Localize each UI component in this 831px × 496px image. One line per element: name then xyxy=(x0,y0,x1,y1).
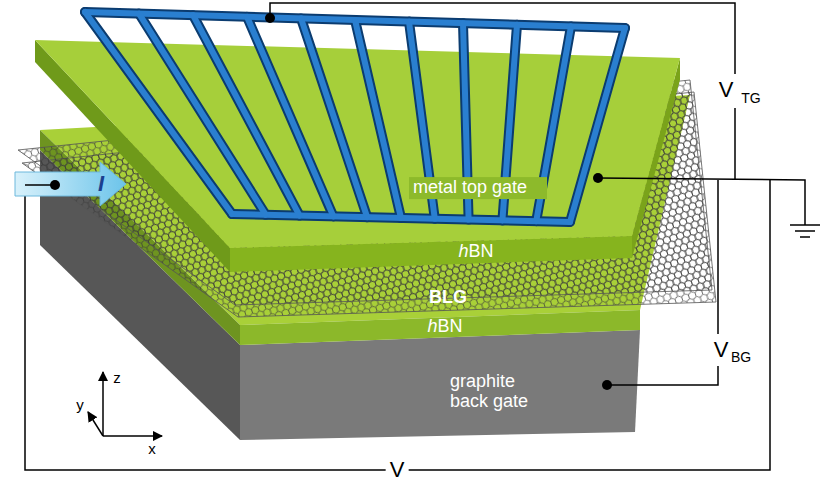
wire xyxy=(25,180,770,470)
layer-label: hBN xyxy=(427,317,462,337)
top-gate-grating xyxy=(85,12,625,222)
wire xyxy=(598,178,805,225)
top-gate-grating xyxy=(85,12,625,222)
ground-symbol xyxy=(800,236,810,238)
voltage-subscript: BG xyxy=(731,350,751,365)
label-patch xyxy=(708,74,766,108)
voltage-label: V xyxy=(386,458,409,482)
layer-label: BLG xyxy=(429,288,467,308)
current-arrow xyxy=(15,162,126,206)
axes xyxy=(88,372,162,436)
wire xyxy=(270,3,735,180)
ground-symbol xyxy=(790,224,820,226)
contact-dot xyxy=(602,380,612,390)
ground-symbol xyxy=(795,230,815,232)
wiring xyxy=(25,3,820,470)
layer-label: graphite back gate xyxy=(450,372,550,412)
axis-label: y xyxy=(76,397,84,414)
axis-label: z xyxy=(113,370,121,387)
wire xyxy=(607,180,718,385)
voltage-label: V xyxy=(714,338,729,362)
layer-label: metal top gate xyxy=(409,177,547,199)
current-label: I xyxy=(98,172,104,196)
axis-label: x xyxy=(148,441,156,458)
axis-arrow xyxy=(102,372,104,436)
graphite-front xyxy=(240,330,640,440)
voltage-label: V xyxy=(719,78,734,102)
axis-arrow xyxy=(88,412,103,436)
layer-label: hBN xyxy=(458,242,493,262)
voltage-subscript: TG xyxy=(741,91,760,106)
axis-arrow xyxy=(103,435,162,437)
contact-dot xyxy=(265,13,275,23)
contact-dot xyxy=(50,180,60,190)
label-patch xyxy=(704,334,754,366)
contact-dot xyxy=(593,173,603,183)
